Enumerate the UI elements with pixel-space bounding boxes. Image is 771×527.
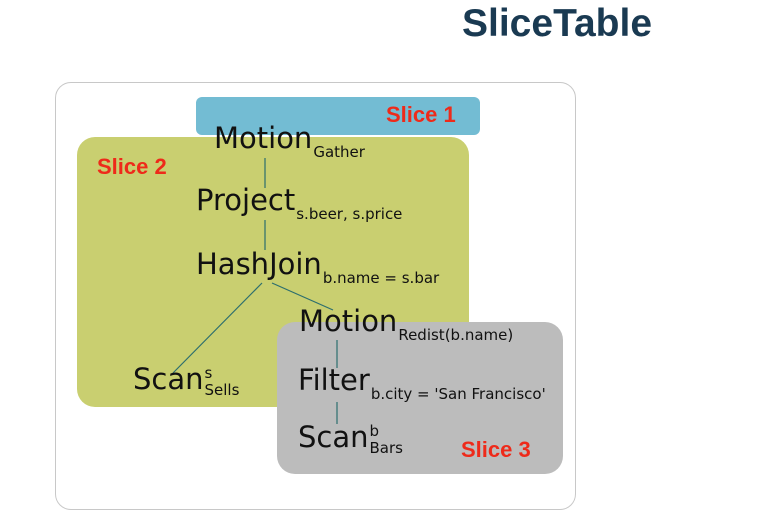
slice-3-label: Slice 3 (461, 437, 531, 462)
node-scan-bars-name: Scan (298, 420, 369, 454)
page-title: SliceTable (462, 2, 653, 45)
node-motion-gather-name: Motion (214, 121, 313, 155)
node-project-name: Project (196, 183, 296, 217)
node-motion-redist: MotionRedist(b.name) (299, 304, 513, 343)
node-filter-name: Filter (298, 363, 370, 397)
edge-hashjoin-scan-sells (172, 282, 263, 374)
node-scan-bars-sub: Bars (369, 439, 403, 457)
node-project: Projects.beer, s.price (196, 183, 402, 222)
node-scan-sells-name: Scan (133, 362, 204, 396)
node-project-sub: s.beer, s.price (296, 205, 403, 223)
node-motion-redist-name: Motion (299, 304, 398, 338)
node-filter-sub: b.city = 'San Francisco' (370, 385, 546, 403)
node-filter: Filterb.city = 'San Francisco' (298, 363, 546, 402)
node-hashjoin-name: HashJoin (196, 247, 322, 281)
slice-1-region (196, 97, 480, 135)
edge-hashjoin-motion-redist (271, 282, 334, 311)
slice-2-label: Slice 2 (97, 154, 167, 179)
node-scan-bars-sup: b (369, 422, 380, 440)
node-scan-sells-sup: s (204, 364, 213, 382)
node-hashjoin: HashJoinb.name = s.bar (196, 247, 439, 286)
node-motion-gather-sub: Gather (313, 143, 365, 161)
node-motion-redist-sub: Redist(b.name) (398, 326, 514, 344)
node-scan-sells-sub: Sells (204, 381, 240, 399)
slice-3-region (277, 322, 563, 474)
slice-1-label: Slice 1 (386, 102, 456, 127)
node-hashjoin-sub: b.name = s.bar (322, 269, 440, 287)
node-motion-gather: MotionGather (214, 121, 365, 160)
